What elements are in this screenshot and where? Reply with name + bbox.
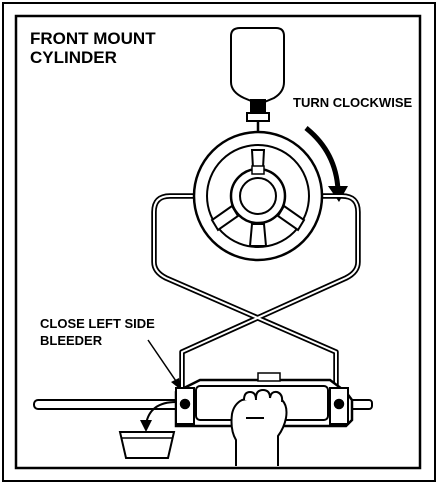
hand-icon <box>230 388 288 466</box>
turn-clockwise-label: TURN CLOCKWISE <box>293 95 412 110</box>
title-line-1: FRONT MOUNT <box>30 29 156 48</box>
oil-bottle-icon <box>230 27 285 170</box>
close-bleeder-label-line-2: BLEEDER <box>40 333 103 348</box>
drip-arrow-icon <box>140 401 177 432</box>
bucket-icon <box>118 431 176 459</box>
close-bleeder-label-line-1: CLOSE LEFT SIDE <box>40 316 155 331</box>
inner-border <box>14 14 422 470</box>
hydraulic-hoses-inner <box>153 195 359 388</box>
steering-wheel-icon <box>192 130 324 262</box>
title-line-2: CYLINDER <box>30 48 117 67</box>
bleeder-leader-arrow <box>147 339 181 390</box>
